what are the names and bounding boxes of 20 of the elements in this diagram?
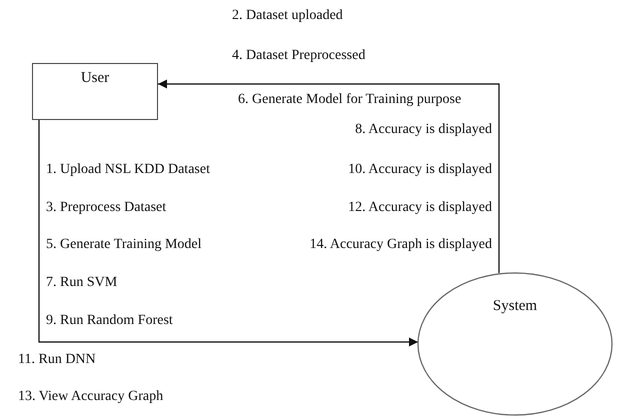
step-label: 5. Generate Training Model: [46, 237, 202, 253]
step-label: 11. Run DNN: [18, 352, 96, 368]
step-label: 2. Dataset uploaded: [232, 8, 343, 24]
step-label: 14. Accuracy Graph is displayed: [310, 237, 492, 253]
step-label: 6. Generate Model for Training purpose: [238, 92, 462, 108]
flow-arrow: [158, 80, 500, 273]
step-label: 10. Accuracy is displayed: [348, 162, 492, 178]
node-label: System: [492, 298, 538, 315]
step-label: 9. Run Random Forest: [46, 313, 173, 329]
step-label: 4. Dataset Preprocessed: [232, 48, 366, 64]
step-label: 13. View Accuracy Graph: [18, 389, 164, 405]
node-label: User: [80, 70, 110, 87]
system-ellipse: [417, 272, 613, 416]
step-label: 3. Preprocess Dataset: [46, 200, 166, 216]
step-label: 1. Upload NSL KDD Dataset: [46, 162, 210, 178]
entity-box: [32, 63, 158, 120]
step-label: 12. Accuracy is displayed: [348, 200, 492, 216]
step-label: 8. Accuracy is displayed: [355, 122, 492, 138]
step-label: 7. Run SVM: [46, 275, 118, 291]
flow-arrow: [38, 120, 418, 346]
